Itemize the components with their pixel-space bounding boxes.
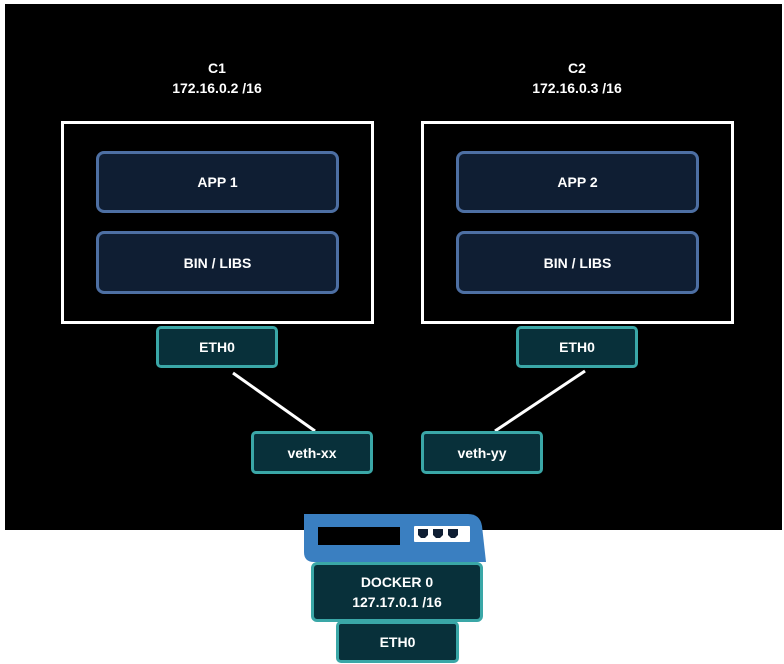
container-1-name: C1 xyxy=(208,60,226,76)
network-switch-icon xyxy=(304,514,486,562)
link-c2-eth0-veth-yy xyxy=(494,369,586,433)
container-2-box xyxy=(421,121,734,324)
docker0-bridge: DOCKER 0 127.17.0.1 /16 xyxy=(311,562,483,622)
docker0-ip: 127.17.0.1 /16 xyxy=(352,594,442,610)
container-1-ip: 172.16.0.2 /16 xyxy=(172,80,262,96)
host-eth0: ETH0 xyxy=(336,621,459,663)
container-2-app-layer: APP 2 xyxy=(456,151,699,213)
container-2-name: C2 xyxy=(568,60,586,76)
container-1-box xyxy=(61,121,374,324)
container-1-eth0: ETH0 xyxy=(156,326,278,368)
container-2-ip: 172.16.0.3 /16 xyxy=(532,80,622,96)
link-c1-eth0-veth-xx xyxy=(232,371,316,433)
container-1-libs-layer: BIN / LIBS xyxy=(96,231,339,294)
container-2-eth0: ETH0 xyxy=(516,326,638,368)
docker0-name: DOCKER 0 xyxy=(360,574,434,590)
container-1-app-layer: APP 1 xyxy=(96,151,339,213)
container-2-libs-layer: BIN / LIBS xyxy=(456,231,699,294)
veth-xx: veth-xx xyxy=(251,431,373,474)
veth-yy: veth-yy xyxy=(421,431,543,474)
